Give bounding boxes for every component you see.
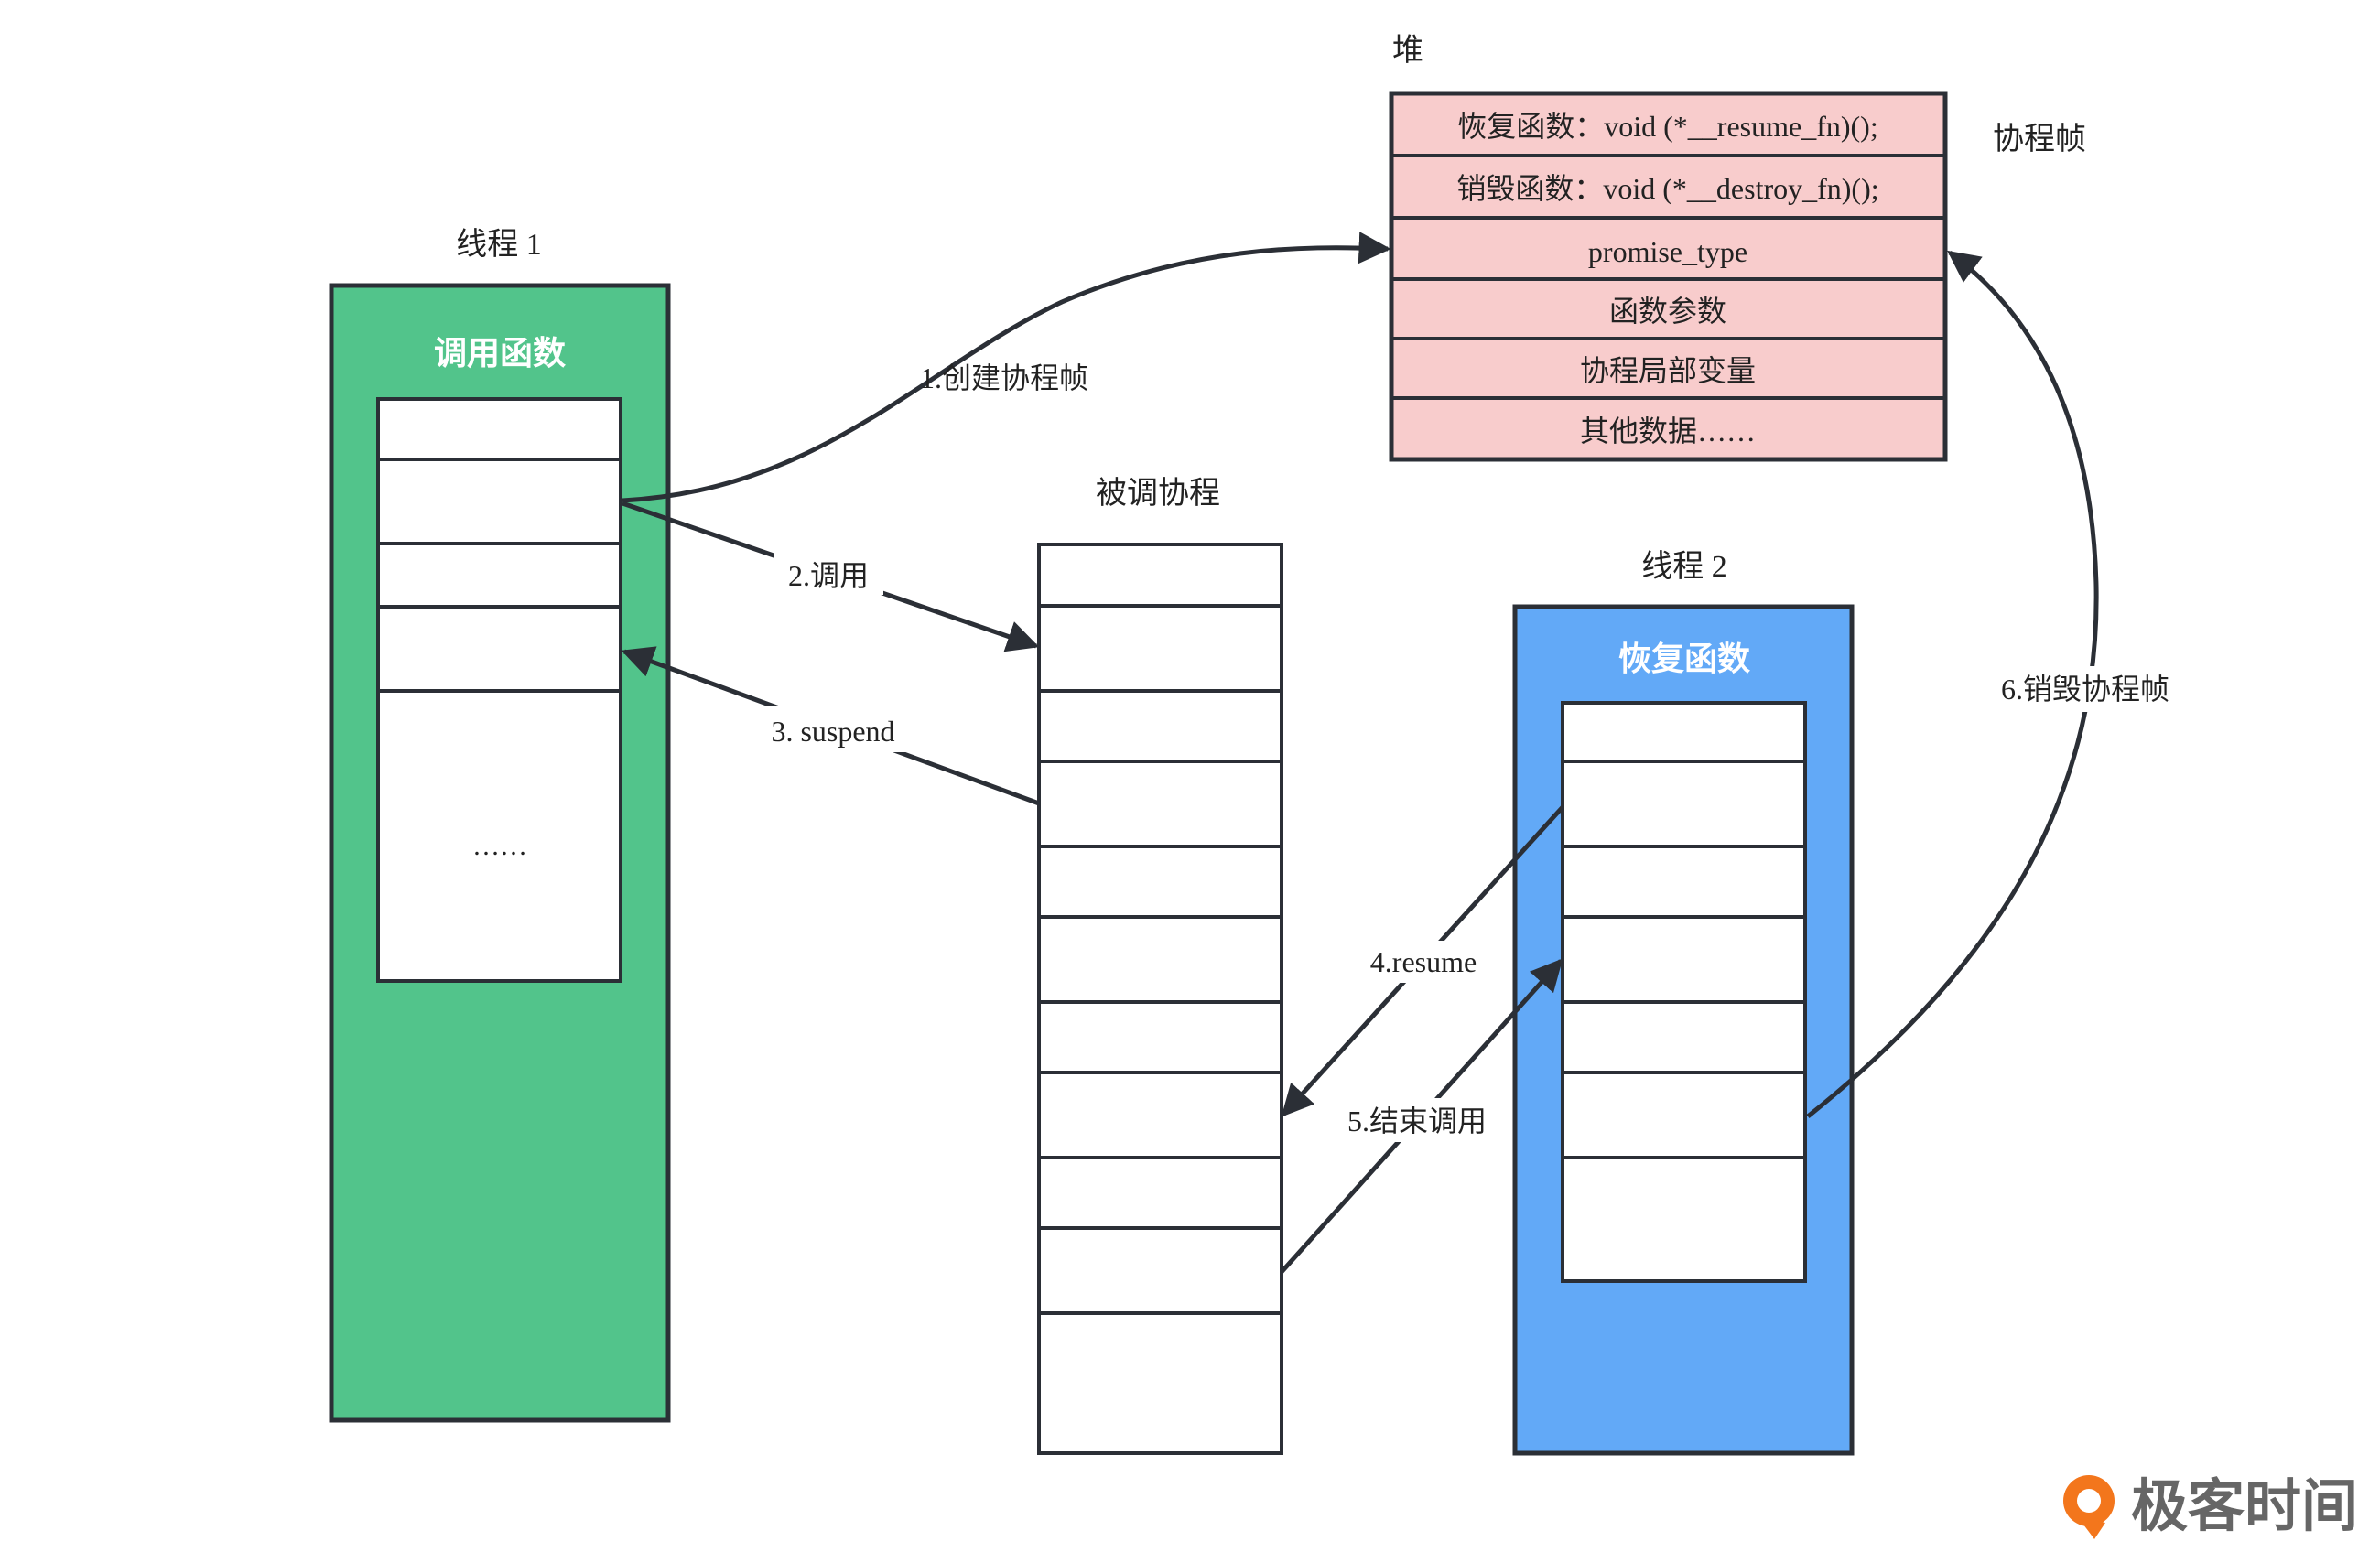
heap-row-params: 函数参数 (1609, 295, 1726, 328)
arrow-create-frame (622, 232, 1391, 503)
arrow-resume-label-bg (1359, 941, 1488, 983)
heap-row-promise-type: promise_type (1588, 235, 1747, 268)
frame-label: 协程帧 (1993, 122, 2086, 156)
thread2-header: 恢复函数 (1618, 641, 1750, 677)
arrow-call-label: 2.调用 (788, 559, 869, 592)
arrow-end-call-label-bg (1336, 1098, 1497, 1142)
arrow-suspend-label: 3. suspend (771, 715, 894, 748)
arrow-suspend-label-bg (758, 706, 909, 752)
heap-row-other: 其他数据…… (1580, 415, 1756, 447)
brand-logo-icon (2063, 1475, 2115, 1539)
brand-name: 极客时间 (2131, 1472, 2358, 1539)
arrow-destroy-frame (1806, 250, 2099, 1118)
brand-logo: 极客时间 (2063, 1472, 2358, 1539)
thread2-stack (1561, 701, 1807, 1283)
arrow-create-label: 1.创建协程帧 (920, 361, 1088, 394)
thread1-header: 调用函数 (434, 335, 566, 372)
heap-title: 堆 (1392, 34, 1423, 68)
thread1-stack (376, 397, 622, 983)
heap-frame (1389, 91, 1948, 462)
heap-row-destroy-fn: 销毁函数：void (*__destroy_fn)(); (1456, 172, 1878, 205)
thread1-ellipsis: …… (472, 831, 527, 861)
arrow-destroy-label-bg (1991, 666, 2179, 712)
heap-row-resume-fn: 恢复函数：void (*__resume_fn)(); (1457, 110, 1877, 143)
arrow-resume-label: 4.resume (1370, 945, 1477, 978)
thread2-title: 线程 2 (1641, 549, 1727, 584)
callee-stack (1037, 543, 1283, 1455)
arrow-destroy-label: 6.销毁协程帧 (2001, 673, 2169, 706)
heap-row-locals: 协程局部变量 (1580, 354, 1756, 387)
thread1-title: 线程 1 (456, 227, 542, 262)
callee-title: 被调协程 (1096, 476, 1220, 511)
arrow-end-call-label: 5.结束调用 (1347, 1105, 1487, 1137)
arrow-call-label-bg (774, 553, 883, 595)
